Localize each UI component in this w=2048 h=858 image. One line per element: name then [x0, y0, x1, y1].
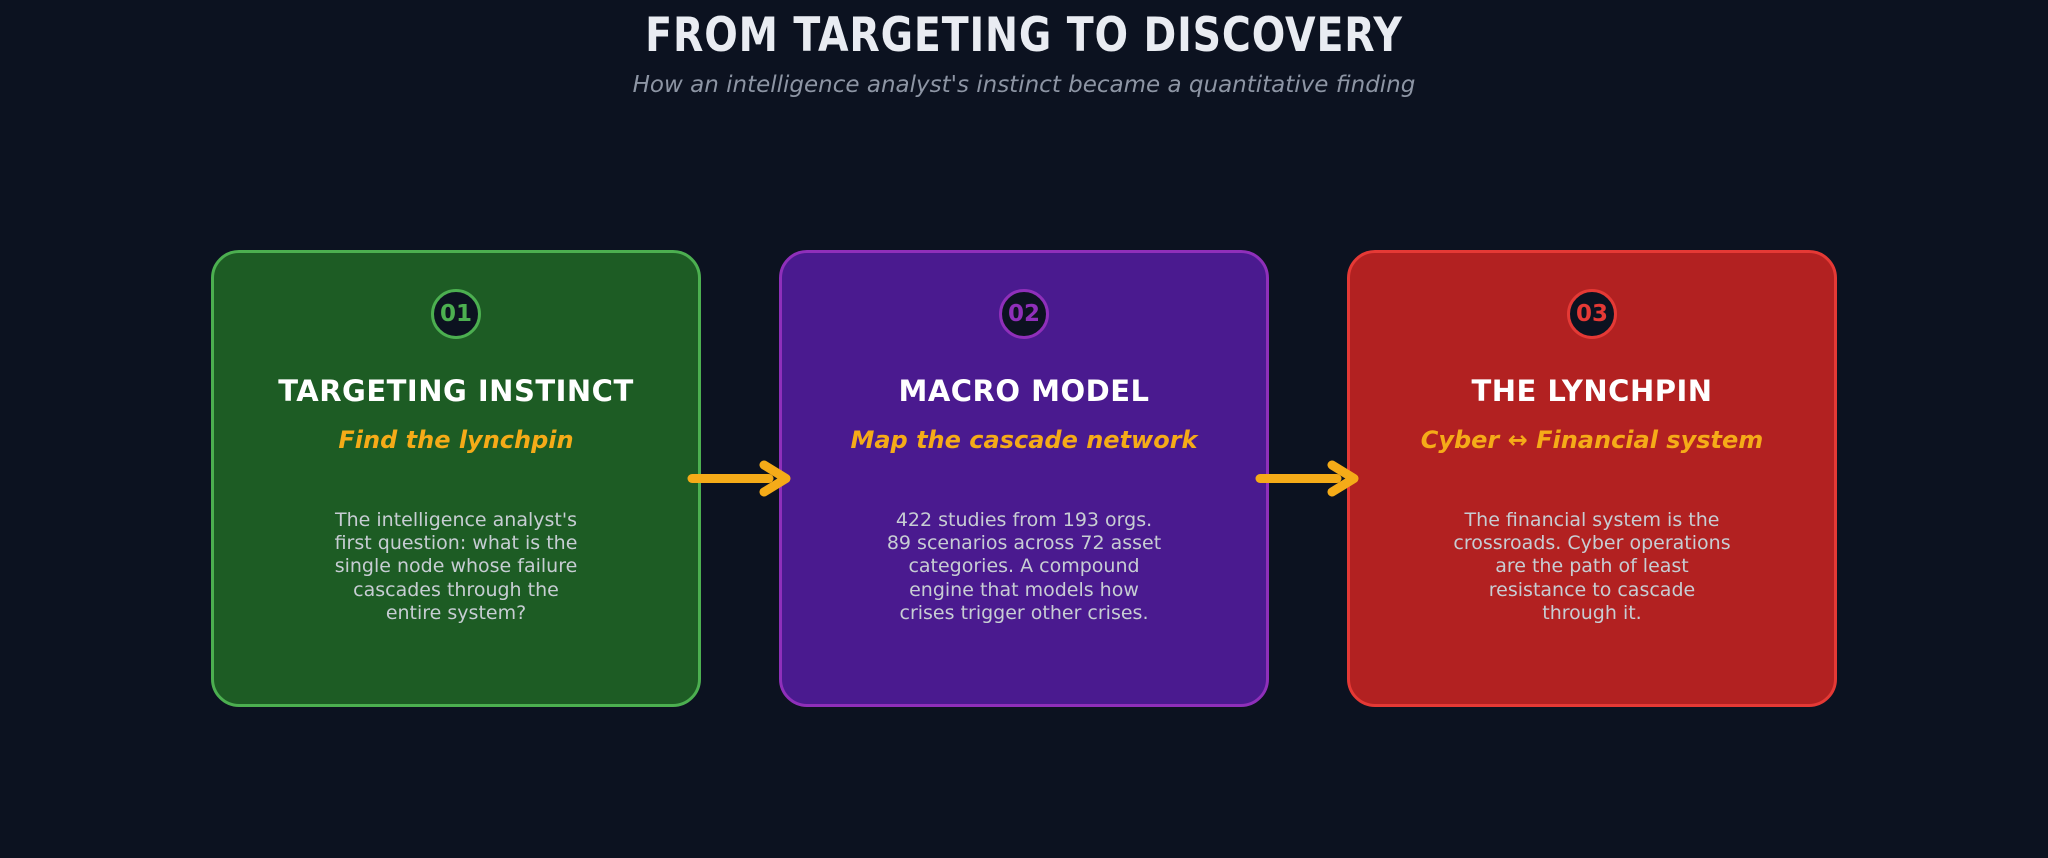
card-title: MACRO MODEL: [898, 374, 1150, 408]
page-title: FROM TARGETING TO DISCOVERY: [645, 8, 1403, 63]
page-header: FROM TARGETING TO DISCOVERY How an intel…: [0, 8, 2048, 98]
card-body-text: The financial system is the crossroads. …: [1453, 509, 1731, 624]
card-tagline: Find the lynchpin: [338, 426, 574, 454]
card-the-lynchpin: 03 THE LYNCHPIN Cyber ↔ Financial system…: [1347, 250, 1837, 707]
card-title: THE LYNCHPIN: [1471, 374, 1713, 408]
step-number-badge: 01: [431, 289, 481, 339]
card-body-text: The intelligence analyst's first questio…: [334, 509, 578, 624]
step-number-badge: 02: [999, 289, 1049, 339]
card-targeting-instinct: 01 TARGETING INSTINCT Find the lynchpin …: [211, 250, 701, 707]
card-macro-model: 02 MACRO MODEL Map the cascade network 4…: [779, 250, 1269, 707]
steps-row: 01 TARGETING INSTINCT Find the lynchpin …: [0, 250, 2048, 707]
card-title: TARGETING INSTINCT: [278, 374, 634, 408]
page-subtitle: How an intelligence analyst's instinct b…: [632, 72, 1416, 98]
card-tagline: Map the cascade network: [850, 426, 1198, 454]
right-arrow-icon: [1253, 460, 1363, 497]
right-arrow-icon: [685, 460, 795, 497]
card-tagline: Cyber ↔ Financial system: [1420, 426, 1764, 454]
card-body-text: 422 studies from 193 orgs. 89 scenarios …: [886, 509, 1162, 624]
step-number-badge: 03: [1567, 289, 1617, 339]
